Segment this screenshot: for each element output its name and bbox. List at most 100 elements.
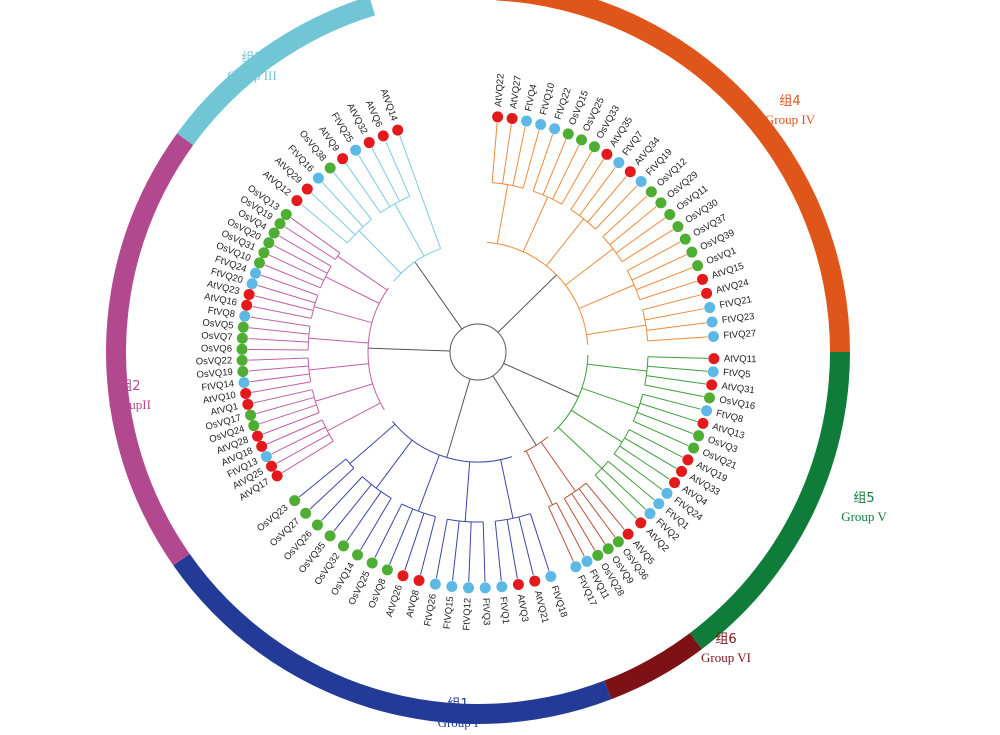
leaf-branch	[644, 384, 704, 398]
leaf-branch	[639, 280, 697, 301]
leaf-branch	[345, 163, 381, 214]
leaf-marker-atvq6	[377, 130, 389, 142]
leaf-branch	[595, 185, 638, 230]
leaf-marker-ftvq5	[707, 366, 719, 378]
leaf-label: FtVQ18	[549, 584, 570, 619]
leaf-marker-ftvq27	[707, 330, 719, 342]
leaf-label: AtVQ3	[515, 593, 531, 622]
group1-subclade-stem	[417, 454, 440, 512]
leaf-branch	[631, 254, 687, 281]
root-arc	[449, 323, 507, 381]
leaf-branch	[435, 519, 448, 579]
leaf-branch	[636, 267, 693, 291]
leaf-marker-osvq19	[237, 365, 249, 377]
leaf-marker-atvq34	[624, 166, 636, 178]
leaf-markers	[236, 111, 720, 594]
leaf-marker-osvq17	[245, 409, 257, 421]
group4-subclade-stem	[545, 218, 585, 267]
group2-subclade-stem	[337, 255, 388, 291]
leaf-marker-osvq1	[692, 260, 704, 272]
leaf-branch	[311, 192, 356, 235]
leaf-marker-osvq19	[274, 218, 286, 230]
leaf-branch	[646, 375, 706, 385]
leaf-marker-atvq31	[706, 379, 718, 391]
group5-ring-segment	[689, 352, 850, 650]
leaf-marker-osvq16	[704, 392, 716, 404]
leaf-label: FtVQ1	[497, 596, 511, 624]
group2-subclade-arc	[321, 419, 334, 442]
leaf-marker-atvq16	[241, 299, 253, 311]
leaf-branch	[301, 204, 348, 244]
leaf-marker-atvq35	[601, 148, 613, 160]
group2-label-en: GroupII	[109, 397, 151, 412]
leaf-branch	[257, 285, 316, 304]
leaf-marker-ftvq3	[479, 582, 491, 594]
leaf-marker-atvq21	[529, 575, 541, 587]
group4-stem	[497, 274, 557, 333]
leaf-marker-osvq9	[602, 543, 614, 555]
leaf-marker-atvq9	[337, 153, 349, 165]
leaf-branch	[420, 516, 436, 575]
leaf-label: AtVQ21	[532, 589, 551, 624]
leaf-label: FtVQ4	[523, 83, 539, 112]
group5-subclade-stem	[571, 409, 623, 443]
leaf-branch	[251, 381, 311, 393]
leaf-branch	[276, 433, 330, 464]
leaf-branch	[264, 264, 321, 289]
leaf-branch	[529, 513, 550, 571]
leaf-marker-atvq19	[682, 454, 694, 466]
group1-subclade-stem	[464, 461, 471, 522]
leaf-branch	[284, 226, 336, 260]
leaf-branch	[556, 502, 585, 557]
leaf-label: AtVQ22	[493, 73, 507, 107]
group2-stem	[368, 347, 451, 352]
leaf-marker-osvq10	[253, 257, 265, 269]
group2-clade-arc	[367, 287, 390, 410]
group1-label-en: Group I	[438, 715, 479, 730]
leaf-marker-atvq29	[301, 183, 313, 195]
leaf-marker-atvq32	[363, 137, 375, 149]
group3-clade-arc	[393, 248, 441, 282]
leaf-label: FtVQ21	[719, 294, 753, 311]
leaf-marker-atvq33	[676, 465, 688, 477]
leaf-branch	[532, 134, 554, 192]
group6-subclade-stem	[540, 441, 576, 492]
leaf-marker-osvq37	[679, 233, 691, 245]
group6-label-cn: 组6	[715, 632, 736, 647]
leaf-marker-ftvq7	[613, 157, 625, 169]
leaf-marker-atvq18	[256, 440, 268, 452]
leaf-marker-osvq38	[324, 162, 336, 174]
leaf-marker-osvq27	[300, 507, 312, 519]
leaf-branch	[248, 365, 309, 372]
group3-subclade-stem	[394, 203, 425, 257]
leaf-marker-ftvq1	[496, 581, 508, 593]
group1-subclade-stem	[500, 459, 514, 519]
group5-label-en: Group V	[841, 509, 887, 524]
leaf-branch	[333, 484, 372, 532]
leaf-marker-atvq25	[266, 460, 278, 472]
leaf-marker-osvq24	[248, 420, 260, 432]
leaf-branch	[512, 126, 526, 186]
leaf-branch	[309, 467, 355, 510]
group1-subclade-stem	[349, 423, 396, 465]
group1-stem	[446, 378, 471, 458]
group6-stem	[492, 375, 537, 446]
leaf-branch	[269, 254, 324, 281]
leaf-branch	[594, 474, 637, 519]
leaf-marker-osvq12	[645, 186, 657, 198]
leaf-branch	[261, 274, 318, 296]
leaf-branch	[321, 476, 363, 521]
group1-subclade-arc	[345, 458, 355, 469]
leaf-marker-ftvq16	[312, 172, 324, 184]
leaf-branch	[609, 206, 657, 245]
group5-subclade-stem	[557, 426, 603, 469]
leaf-marker-atvq4	[669, 477, 681, 489]
leaf-branch	[642, 294, 701, 311]
leaf-marker-ftvq23	[706, 316, 718, 328]
leaf-label: FtVQ26	[422, 593, 439, 627]
leaf-branch	[642, 393, 701, 410]
leaf-marker-osvq20	[263, 237, 275, 249]
leaf-label: FtVQ15	[442, 596, 457, 630]
group3-subclade-stem	[358, 230, 402, 274]
